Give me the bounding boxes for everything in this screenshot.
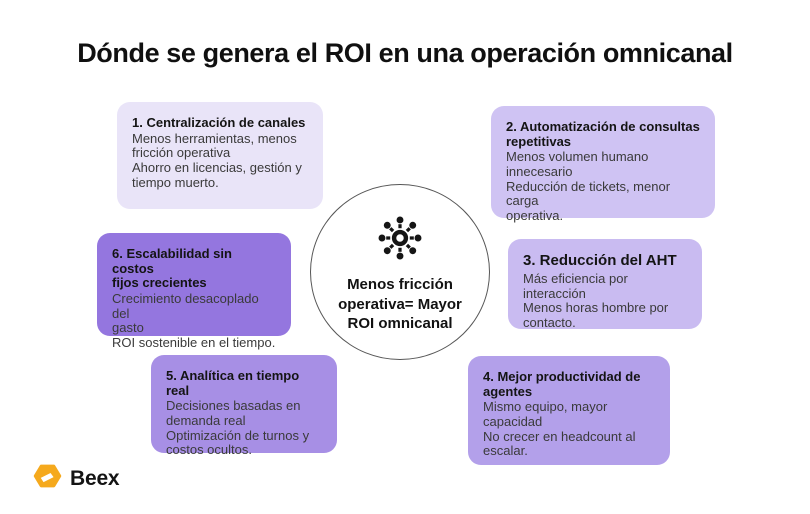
box-heading: 1. Centralización de canales	[132, 115, 306, 130]
hub-network-icon	[376, 215, 424, 266]
box-body: Más eficiencia por interacción Menos hor…	[523, 270, 669, 330]
box-heading: 2. Automatización de consultas repetitiv…	[506, 119, 700, 149]
center-circle-text: Menos fricción operativa= Mayor ROI omni…	[338, 276, 462, 332]
roi-box-automatizacion: 2. Automatización de consultas repetitiv…	[491, 106, 715, 223]
box-body: Mismo equipo, mayor capacidad No crecer …	[483, 399, 636, 459]
roi-box-analitica: 5. Analítica en tiempo real Decisiones b…	[151, 355, 337, 457]
roi-box-centralizacion: 1. Centralización de canales Menos herra…	[117, 102, 323, 209]
box-body: Crecimiento desacoplado del gasto ROI so…	[112, 291, 276, 351]
roi-box-reduccion-aht: 3. Reducción del AHT Más eficiencia por …	[508, 239, 702, 330]
page-title: Dónde se genera el ROI en una operación …	[77, 38, 733, 68]
roi-box-productividad: 4. Mejor productividad de agentes Mismo …	[468, 356, 670, 465]
box-heading: 3. Reducción del AHT	[523, 252, 677, 269]
center-circle: Menos fricción operativa= Mayor ROI omni…	[310, 184, 490, 360]
box-heading: 5. Analítica en tiempo real	[166, 368, 300, 398]
beex-wordmark: Beex	[70, 466, 120, 490]
roi-box-escalabilidad: 6. Escalabilidad sin costos fijos crecie…	[97, 233, 291, 350]
box-body: Menos volumen humano innecesario Reducci…	[506, 149, 671, 224]
beex-logo: Beex	[33, 462, 120, 495]
beex-hexagon-icon	[33, 462, 62, 495]
box-body: Menos herramientas, menos fricción opera…	[132, 130, 302, 190]
box-heading: 4. Mejor productividad de agentes	[483, 369, 641, 399]
box-body: Decisiones basadas en demanda real Optim…	[166, 398, 310, 458]
box-heading: 6. Escalabilidad sin costos fijos crecie…	[112, 246, 232, 291]
